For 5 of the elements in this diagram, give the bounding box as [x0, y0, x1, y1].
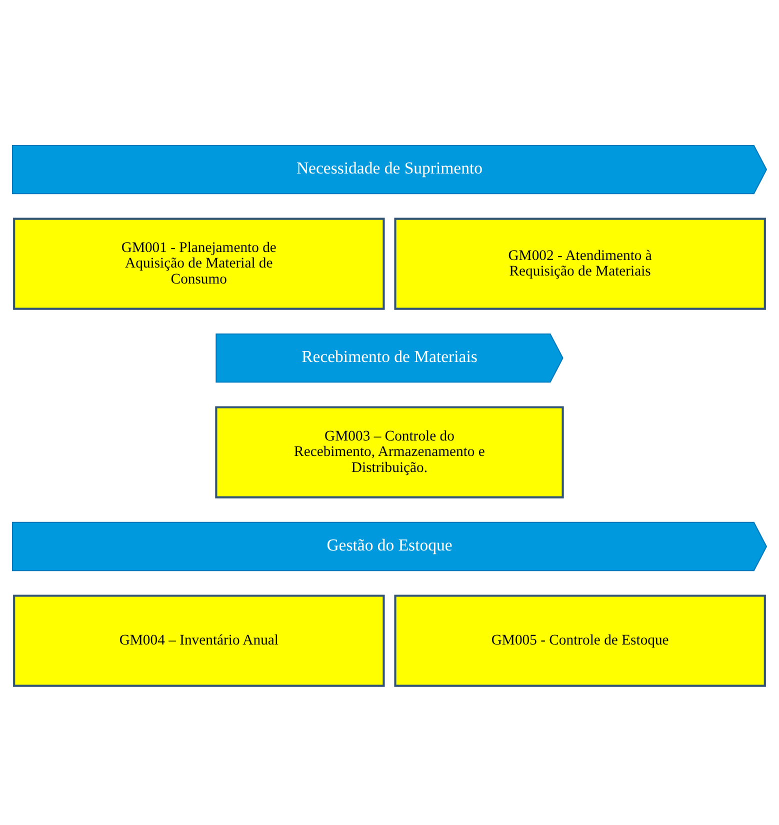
node-box: GM003 – Controle do Recebimento, Armazenamento e Distribuição.	[215, 406, 564, 498]
node-box: GM002 - Atendimento à Requisição de Materiais	[394, 218, 766, 310]
node-box: GM001 - Planejamento de Aquisição de Material de Consumo	[13, 218, 385, 310]
node-box: GM004 – Inventário Anual	[13, 594, 385, 687]
node-box: GM005 - Controle de Estoque	[394, 594, 766, 687]
